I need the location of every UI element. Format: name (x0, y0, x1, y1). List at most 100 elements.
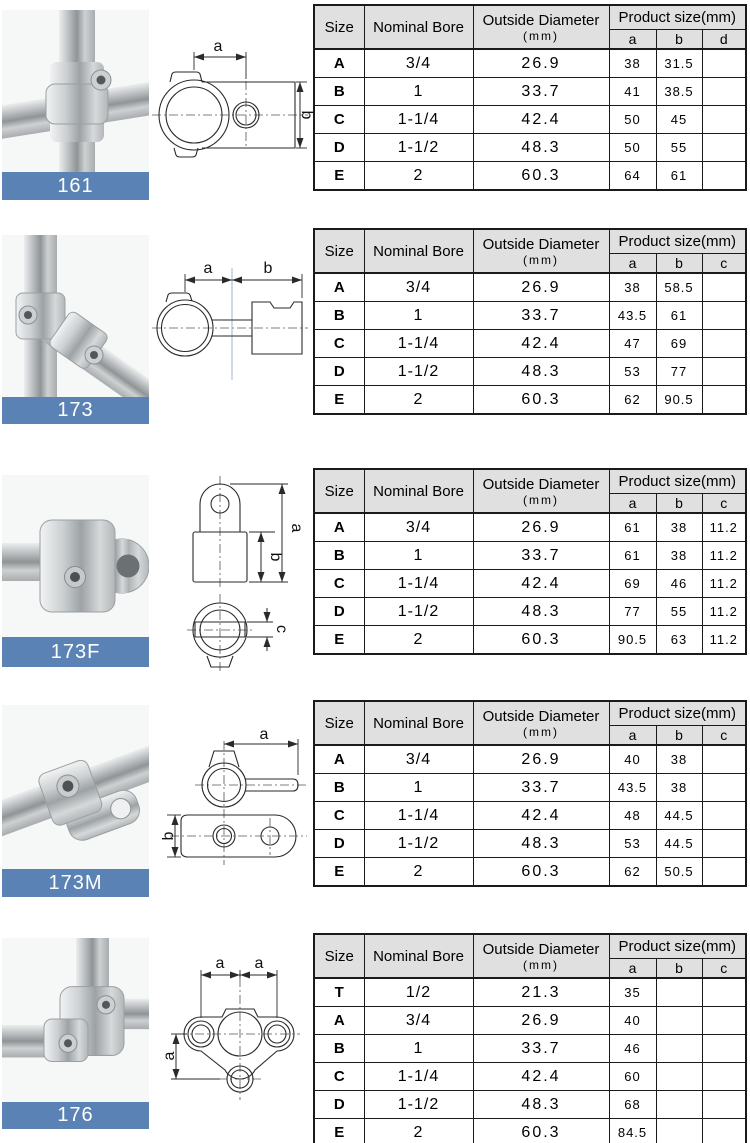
cell-size: C (313, 329, 365, 358)
cell-a: 61 (608, 512, 657, 542)
cell-third (701, 357, 747, 386)
cell-outside-diameter: 33.7 (472, 1034, 610, 1063)
product-code-label: 173M (48, 871, 103, 894)
cell-outside-diameter: 26.9 (472, 744, 610, 774)
col-header-size: Size (313, 468, 365, 514)
cell-size: A (313, 48, 365, 78)
sub-col-b: b (655, 725, 703, 746)
cell-third (701, 773, 747, 802)
cell-b: 77 (655, 357, 703, 386)
cell-outside-diameter: 60.3 (472, 161, 610, 191)
cell-a: 53 (608, 357, 657, 386)
cell-third (701, 272, 747, 302)
cell-b: 46 (655, 569, 703, 598)
cell-nominal-bore: 1 (363, 301, 474, 330)
cell-a: 68 (608, 1090, 657, 1119)
od-unit: (mm) (523, 724, 559, 739)
cell-third (701, 1062, 747, 1091)
od-unit: (mm) (523, 252, 559, 267)
cell-outside-diameter: 26.9 (472, 272, 610, 302)
cell-nominal-bore: 1-1/4 (363, 569, 474, 598)
cell-a: 38 (608, 48, 657, 78)
col-header-product-size: Product size(mm) (608, 700, 747, 726)
technical-drawing-173M: a b (162, 726, 309, 865)
cell-size: E (313, 857, 365, 887)
pipe-fitting-photo-173M (2, 705, 149, 869)
cell-third (701, 161, 747, 191)
cell-outside-diameter: 26.9 (472, 48, 610, 78)
cell-a: 38 (608, 272, 657, 302)
cell-outside-diameter: 60.3 (472, 857, 610, 887)
cell-size: E (313, 625, 365, 655)
col-header-outside-diameter: Outside Diameter (mm) (472, 4, 610, 50)
cell-a: 60 (608, 1062, 657, 1091)
cell-size: T (313, 977, 365, 1007)
product-code-badge-173F: 173F (2, 637, 149, 667)
table-row: D 1-1/2 48.3 50 55 (313, 133, 747, 162)
dim-label-b: b (267, 553, 284, 562)
col-header-nominal-bore: Nominal Bore (363, 228, 474, 274)
table-row: E 2 60.3 84.5 (313, 1118, 747, 1143)
table-row: A 3/4 26.9 40 (313, 1006, 747, 1035)
cell-b: 38 (655, 744, 703, 774)
cell-a: 40 (608, 1006, 657, 1035)
table-row: D 1-1/2 48.3 68 (313, 1090, 747, 1119)
technical-drawing-161: a b (152, 38, 315, 158)
col-header-outside-diameter: Outside Diameter (mm) (472, 228, 610, 274)
spec-table-161: Size Nominal Bore Outside Diameter (mm) … (313, 4, 748, 191)
cell-third (701, 1118, 747, 1143)
product-photo-176 (2, 938, 149, 1102)
table-row: C 1-1/4 42.4 50 45 (313, 105, 747, 134)
cell-nominal-bore: 1-1/2 (363, 1090, 474, 1119)
cell-b: 69 (655, 329, 703, 358)
od-unit: (mm) (523, 957, 559, 972)
dim-label-b: b (298, 111, 315, 120)
cell-size: B (313, 541, 365, 570)
col-header-nominal-bore: Nominal Bore (363, 468, 474, 514)
cell-a: 50 (608, 133, 657, 162)
col-header-nominal-bore: Nominal Bore (363, 4, 474, 50)
cell-size: E (313, 161, 365, 191)
cell-nominal-bore: 1-1/2 (363, 357, 474, 386)
cell-third: 11.2 (701, 625, 747, 655)
cell-nominal-bore: 1-1/4 (363, 1062, 474, 1091)
cell-size: E (313, 1118, 365, 1143)
cell-a: 62 (608, 385, 657, 415)
product-photo-161 (2, 10, 149, 172)
cell-nominal-bore: 3/4 (363, 272, 474, 302)
table-row: E 2 60.3 62 90.5 (313, 385, 747, 415)
cell-a: 61 (608, 541, 657, 570)
cell-third (701, 48, 747, 78)
technical-drawing-173F: b a c (187, 476, 305, 672)
cell-nominal-bore: 1 (363, 541, 474, 570)
cell-b (655, 977, 703, 1007)
cell-a: 84.5 (608, 1118, 657, 1143)
product-code-badge-176: 176 (2, 1102, 149, 1129)
table-row: C 1-1/4 42.4 48 44.5 (313, 801, 747, 830)
cell-third (701, 133, 747, 162)
cell-outside-diameter: 48.3 (472, 829, 610, 858)
cell-nominal-bore: 2 (363, 857, 474, 887)
product-code-label: 173 (57, 399, 94, 421)
col-header-product-size: Product size(mm) (608, 933, 747, 959)
cell-a: 50 (608, 105, 657, 134)
cell-third (701, 829, 747, 858)
cell-nominal-bore: 3/4 (363, 1006, 474, 1035)
table-row: C 1-1/4 42.4 60 (313, 1062, 747, 1091)
col-header-nominal-bore: Nominal Bore (363, 933, 474, 979)
cell-a: 43.5 (608, 773, 657, 802)
cell-outside-diameter: 48.3 (472, 357, 610, 386)
col-header-size: Size (313, 228, 365, 274)
cell-third: 11.2 (701, 597, 747, 626)
col-header-size: Size (313, 4, 365, 50)
col-header-outside-diameter: Outside Diameter (mm) (472, 933, 610, 979)
cell-outside-diameter: 42.4 (472, 329, 610, 358)
product-code-label: 176 (57, 1104, 94, 1126)
cell-a: 69 (608, 569, 657, 598)
cell-a: 47 (608, 329, 657, 358)
cell-nominal-bore: 1-1/4 (363, 105, 474, 134)
cell-b (655, 1062, 703, 1091)
technical-drawing-176: a a a (161, 955, 300, 1100)
dim-label-a-vertical: a (161, 1051, 178, 1060)
cell-a: 62 (608, 857, 657, 887)
